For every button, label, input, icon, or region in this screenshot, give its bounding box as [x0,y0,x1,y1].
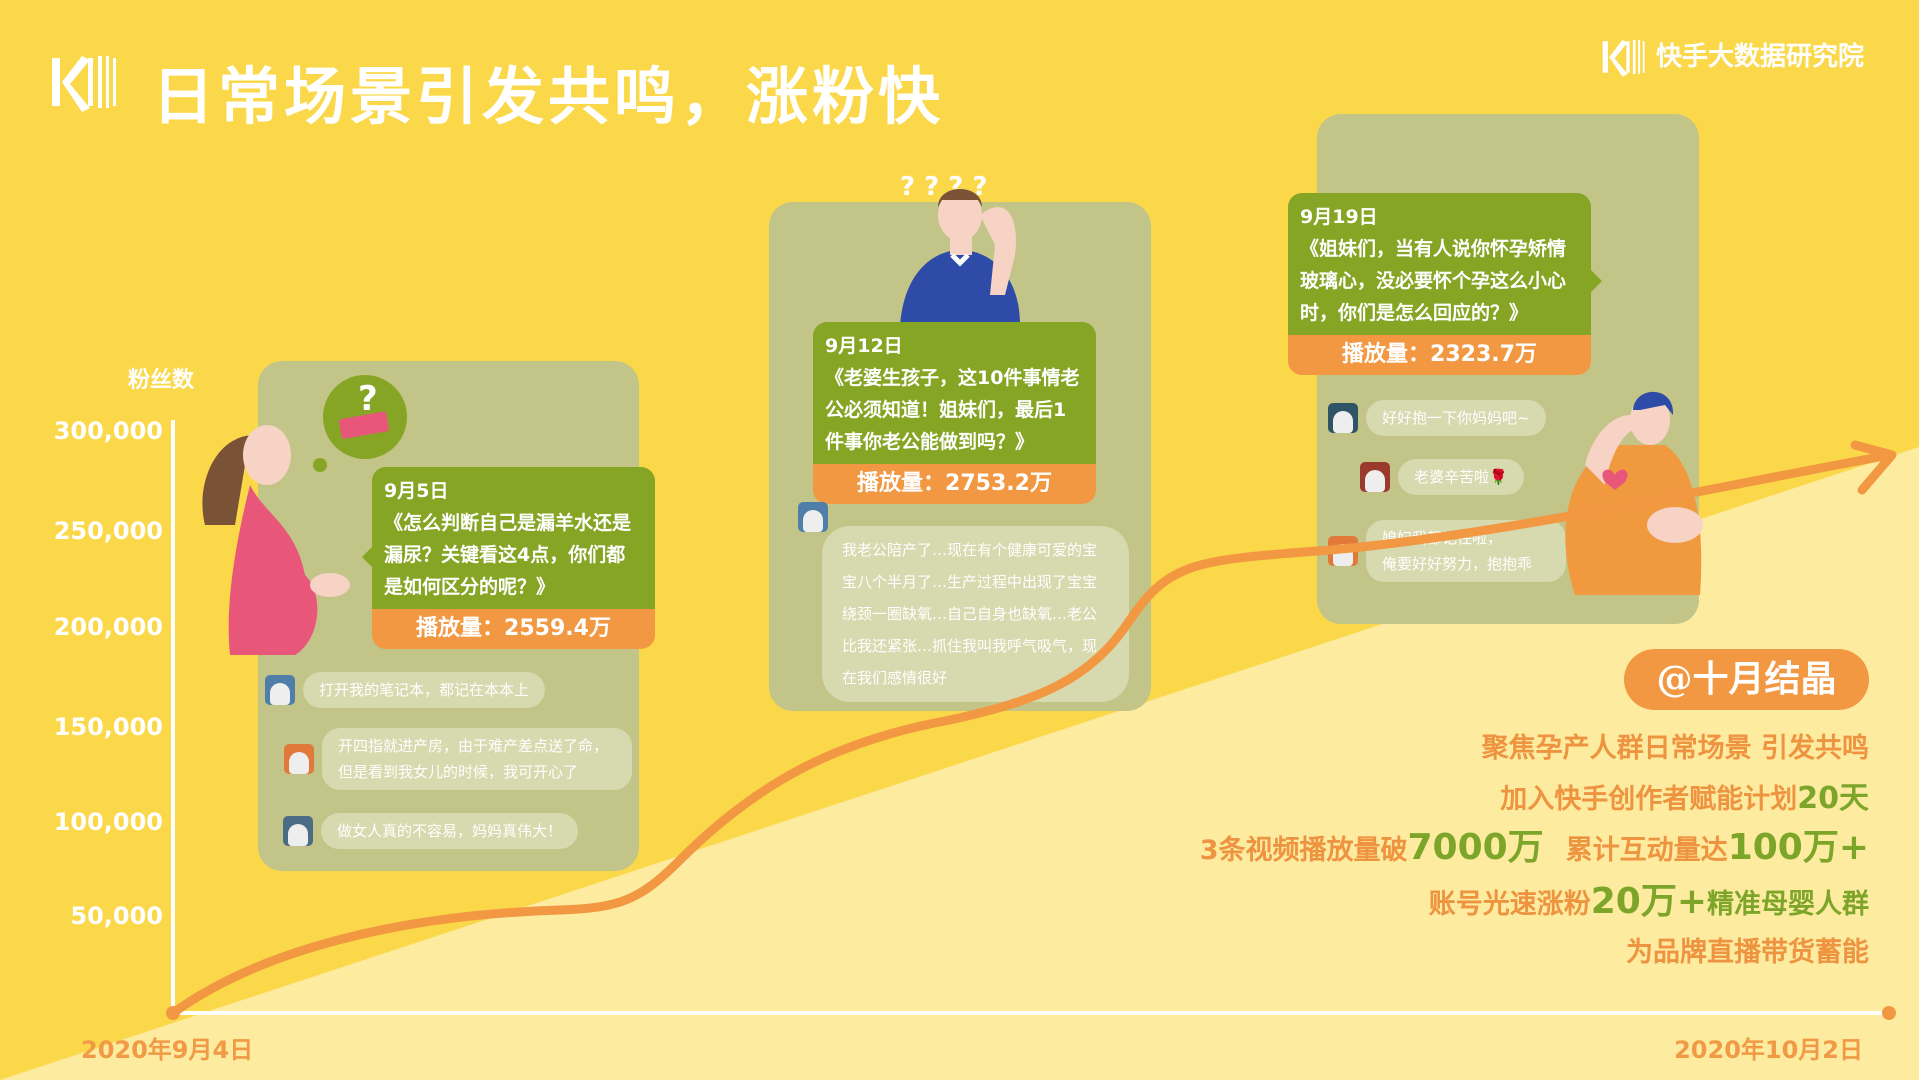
highlight: 100万+ [1727,827,1869,868]
comment: 做女人真的不容易，妈妈真伟大！ [283,813,579,849]
brand-name: 快手大数据研究院 [1656,42,1865,72]
avatar [284,744,314,774]
account-badge: @十月结晶 [1624,649,1869,710]
text: 累计互动量达 [1565,835,1728,866]
comment-text: 做女人真的不容易，妈妈真伟大！ [321,813,579,849]
highlight: 20天 [1797,781,1869,816]
confused-man-illustration: ? ? ? ? [900,172,1020,325]
summary-line-2: 加入快手创作者赋能计划20天 [1500,773,1869,817]
comment-text: 我老公陪产了…现在有个健康可爱的宝宝八个半月了…生产过程中出现了宝宝绕颈一圈缺氧… [822,526,1129,702]
card-tail [362,546,373,568]
play-count: 播放量：2559.4万 [372,609,655,649]
comment-text: 老婆辛苦啦🌹 [1398,459,1524,495]
y-tick: 150,000 [53,713,163,741]
summary-line-3: 3条视频播放量破7000万累计互动量达100万+ [1200,818,1869,870]
start-date: 2020年9月4日 [81,1036,254,1064]
play-count: 播放量：2323.7万 [1288,335,1591,375]
avatar [265,675,295,705]
video-card-3[interactable]: 9月19日《姐妹们，当有人说你怀孕矫情玻璃心，没必要怀个孕这么小心时，你们是怎么… [1288,193,1591,375]
video-title: 《怎么判断自己是漏羊水还是漏尿？关键看这4点，你们都是如何区分的呢？》 [384,512,632,598]
page-title: 日常场景引发共鸣，涨粉快 [152,60,945,133]
avatar [283,816,313,846]
video-date: 9月5日 [384,480,449,502]
y-tick: 300,000 [53,417,163,445]
end-dot [1882,1006,1896,1020]
y-tick: 200,000 [53,613,163,641]
play-count: 播放量：2753.2万 [813,464,1096,504]
comment: 打开我的笔记本，都记在本本上 [265,672,546,708]
comment-text: 开四指就进产房，由于难产差点送了命，但是看到我女儿的时候，我可开心了 [322,728,632,790]
video-date: 9月19日 [1300,206,1378,228]
highlight: 精准母婴人群 [1707,889,1869,920]
y-tick: 250,000 [53,517,163,545]
pregnant-woman-illustration: ? [202,375,407,655]
text: 3条视频播放量破 [1199,835,1408,866]
highlight: 20万+ [1590,881,1707,922]
brand-logo-icon [1602,39,1645,77]
video-title: 《姐妹们，当有人说你怀孕矫情玻璃心，没必要怀个孕这么小心时，你们是怎么回应的？》 [1300,238,1567,324]
text: 加入快手创作者赋能计划 [1500,784,1798,815]
card-tail [1591,270,1602,292]
text: 账号光速涨粉 [1428,889,1591,920]
comment-line: 俺要好好努力，抱抱乖 [1382,555,1533,573]
summary-line-4: 账号光速涨粉20万+精准母婴人群 [1429,872,1869,924]
arrow-head-icon [1850,440,1897,495]
comment: 开四指就进产房，由于难产差点送了命，但是看到我女儿的时候，我可开心了 [284,728,632,790]
comment: 老婆辛苦啦🌹 [1360,459,1524,495]
summary-line-5: 为品牌直播带货蓄能 [1626,937,1869,968]
avatar [1328,403,1358,433]
svg-text:?: ? [358,379,378,419]
video-card-2[interactable]: 9月12日《老婆生孩子，这10件事情老公必须知道！姐妹们，最后1件事你老公能做到… [813,322,1096,504]
avatar [1360,462,1390,492]
end-date: 2020年10月2日 [1674,1036,1863,1064]
comment-text: 打开我的笔记本，都记在本本上 [303,672,546,708]
kuaishou-logo-icon [52,56,116,112]
growth-line [168,450,1895,1018]
video-card-1[interactable]: 9月5日《怎么判断自己是漏羊水还是漏尿？关键看这4点，你们都是如何区分的呢？》 … [372,467,655,649]
y-axis-label: 粉丝数 [128,368,195,393]
y-tick: 50,000 [70,902,163,930]
y-tick: 100,000 [53,808,163,836]
summary-line-1: 聚焦孕产人群日常场景 引发共鸣 [1481,733,1869,764]
highlight: 7000万 [1407,827,1544,868]
comment: 好好抱一下你妈妈吧~ [1328,400,1546,436]
video-title: 《老婆生孩子，这10件事情老公必须知道！姐妹们，最后1件事你老公能做到吗？》 [825,367,1080,453]
avatar [798,502,828,532]
comment-text: 好好抱一下你妈妈吧~ [1366,400,1546,436]
video-date: 9月12日 [825,335,903,357]
crying-man-illustration [1565,391,1703,595]
